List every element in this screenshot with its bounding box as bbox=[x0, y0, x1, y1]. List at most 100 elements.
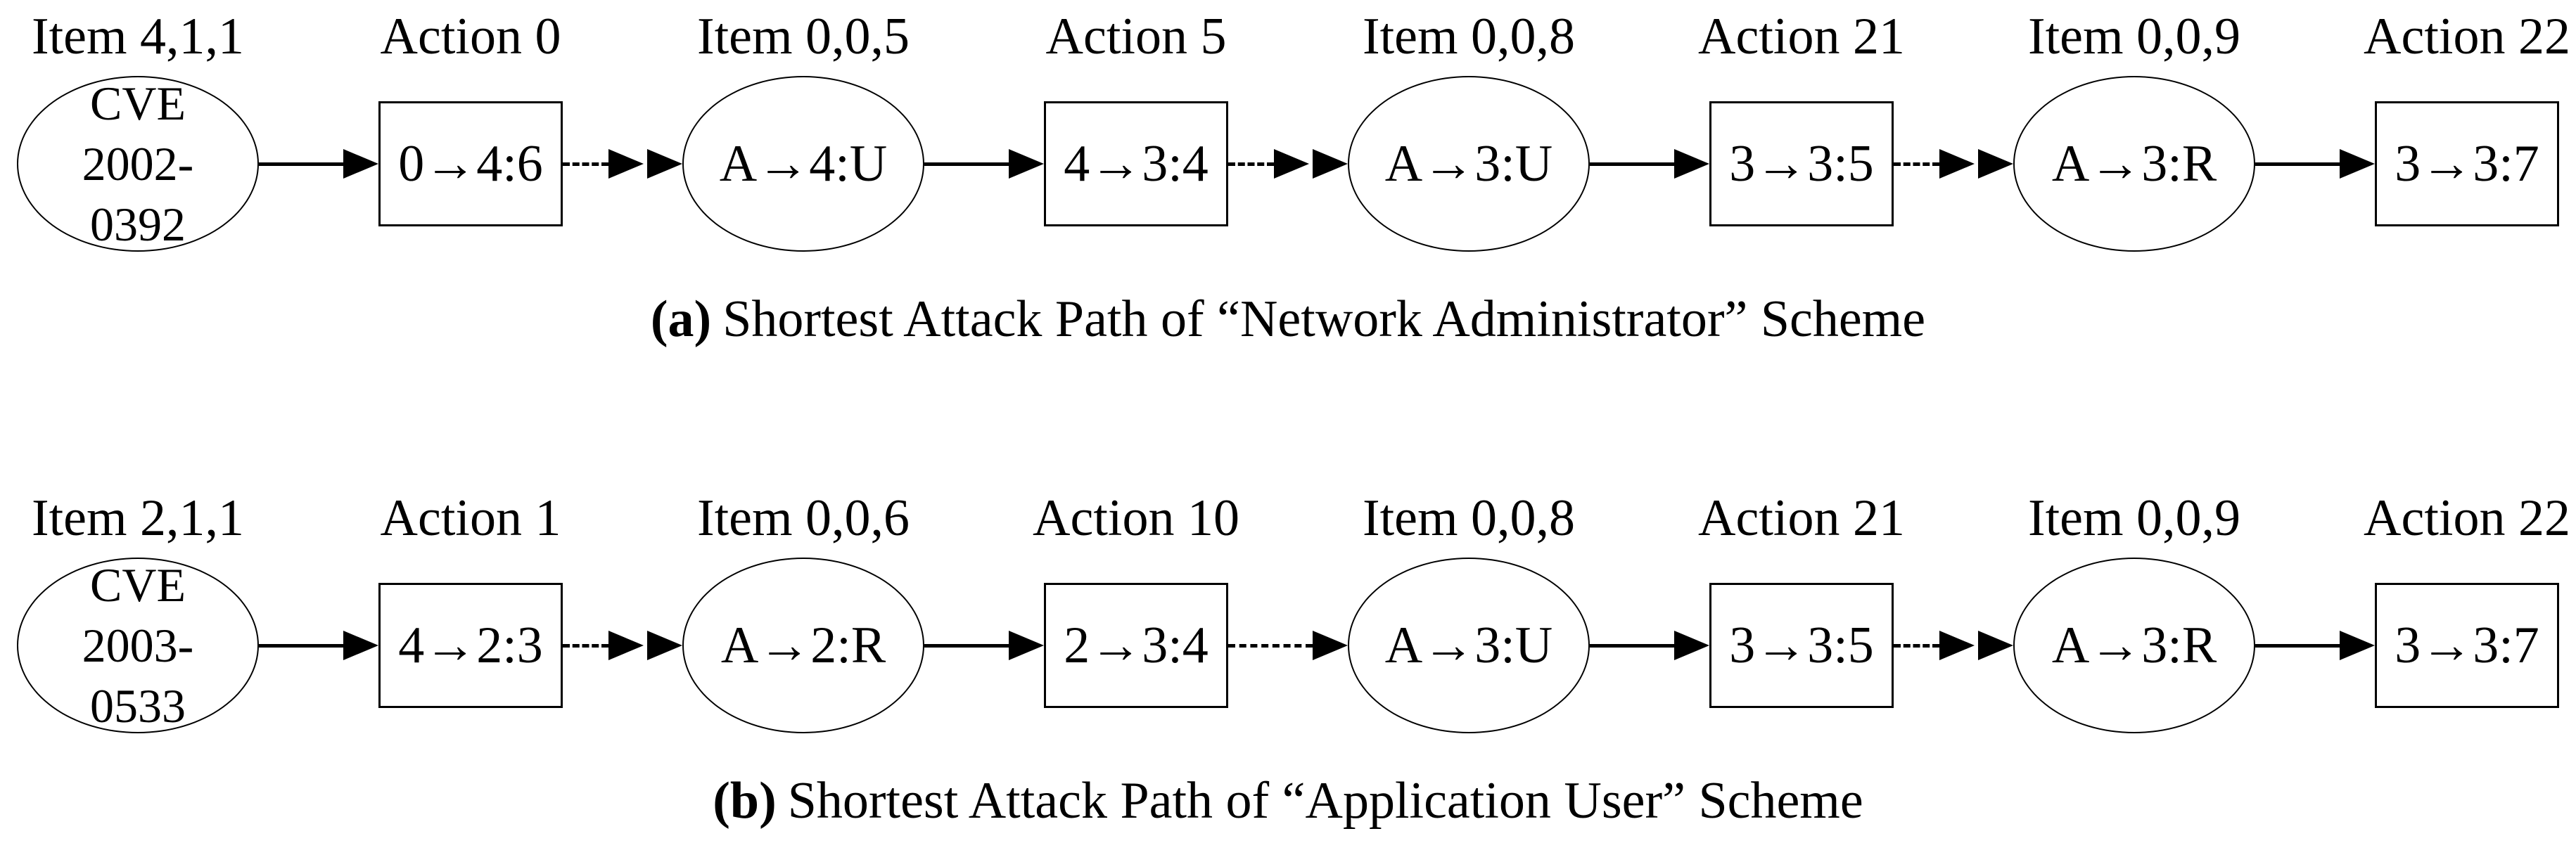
stage-label: Item 0,0,8 bbox=[1362, 489, 1576, 547]
action-node: 3→3:7 bbox=[2375, 101, 2559, 226]
node-text: 4→2:3 bbox=[398, 616, 543, 674]
arrowhead-icon bbox=[1274, 149, 1309, 179]
cve-line: 0533 bbox=[90, 679, 186, 733]
stage-action: Action 0 0→4:6 bbox=[378, 7, 563, 226]
arrowhead-icon bbox=[1978, 631, 2013, 660]
arrowhead-icon bbox=[1939, 631, 1975, 660]
stage-label: Action 5 bbox=[1045, 8, 1227, 65]
stage-action: Action 1 4→2:3 bbox=[378, 489, 563, 708]
arrowhead-icon bbox=[1313, 631, 1348, 660]
node-text: A→2:R bbox=[720, 616, 886, 674]
cve-line: CVE bbox=[90, 558, 186, 612]
stage-label: Action 0 bbox=[380, 8, 561, 65]
arrowhead-icon bbox=[2340, 149, 2375, 179]
arrow-line bbox=[1590, 162, 1674, 166]
node-text: 4→3:4 bbox=[1064, 134, 1209, 193]
item-node: A→3:R bbox=[2013, 558, 2255, 733]
stage-action: Action 22 3→3:7 bbox=[2364, 489, 2570, 708]
arrowhead-icon bbox=[1009, 631, 1044, 660]
caption-a-marker: (a) bbox=[650, 290, 712, 348]
cve-label: CVE 2003- 0533 bbox=[82, 555, 194, 736]
arrow-line bbox=[2255, 162, 2340, 166]
arrowhead-icon bbox=[647, 631, 682, 660]
node-text: 0→4:6 bbox=[398, 134, 543, 193]
caption-a-text: Shortest Attack Path of “Network Adminis… bbox=[722, 290, 1926, 348]
arrow-line bbox=[1590, 643, 1674, 648]
action-node: 2→3:4 bbox=[1044, 583, 1228, 708]
arrow-line bbox=[2255, 643, 2340, 648]
stage-action: Action 5 4→3:4 bbox=[1044, 7, 1228, 226]
arrowhead-icon bbox=[608, 631, 644, 660]
stage-label: Action 1 bbox=[380, 489, 561, 547]
stage-label: Action 22 bbox=[2364, 489, 2570, 547]
caption-a: (a)Shortest Attack Path of “Network Admi… bbox=[0, 290, 2576, 349]
caption-b-text: Shortest Attack Path of “Application Use… bbox=[787, 772, 1863, 830]
stage-label: Action 22 bbox=[2364, 8, 2570, 65]
action-node: 3→3:7 bbox=[2375, 583, 2559, 708]
node-text: 3→3:5 bbox=[1729, 134, 1874, 193]
node-text: A→3:U bbox=[1384, 616, 1553, 674]
stage-label: Item 2,1,1 bbox=[31, 489, 245, 547]
node-text: 3→3:7 bbox=[2395, 134, 2539, 193]
stage-label: Item 4,1,1 bbox=[31, 8, 245, 65]
cve-line: 2002- bbox=[82, 137, 194, 191]
arrowhead-icon bbox=[1978, 149, 2013, 179]
stage-label: Item 0,0,5 bbox=[696, 8, 910, 65]
arrow-line bbox=[924, 162, 1009, 166]
stage-action: Action 21 3→3:5 bbox=[1698, 7, 1905, 226]
arrowhead-icon bbox=[1674, 149, 1709, 179]
stage-label: Item 0,0,8 bbox=[1362, 8, 1576, 65]
connector-solid-arrow bbox=[1590, 76, 1709, 252]
stage-label: Action 21 bbox=[1698, 8, 1905, 65]
item-node: A→3:U bbox=[1348, 558, 1590, 733]
arrow-line bbox=[563, 643, 608, 648]
stage-action: Action 10 2→3:4 bbox=[1033, 489, 1239, 708]
item-node: A→3:R bbox=[2013, 76, 2255, 252]
arrowhead-icon bbox=[2340, 631, 2375, 660]
node-text: A→4:U bbox=[719, 134, 888, 193]
arrowhead-icon bbox=[1939, 149, 1975, 179]
caption-b-marker: (b) bbox=[713, 772, 777, 830]
arrowhead-icon bbox=[608, 149, 644, 179]
arrowhead-icon bbox=[1674, 631, 1709, 660]
node-text: 3→3:7 bbox=[2395, 616, 2539, 674]
item-node: CVE 2003- 0533 bbox=[17, 558, 259, 733]
node-text: A→3:U bbox=[1384, 134, 1553, 193]
stage-label: Action 10 bbox=[1033, 489, 1239, 547]
node-text: A→3:R bbox=[2051, 616, 2217, 674]
stage-label: Item 0,0,9 bbox=[2027, 8, 2241, 65]
arrowhead-icon bbox=[343, 631, 378, 660]
arrowhead-icon bbox=[1313, 149, 1348, 179]
connector-solid-arrow bbox=[924, 76, 1044, 252]
cve-line: 0392 bbox=[90, 198, 186, 251]
arrow-line bbox=[924, 643, 1009, 648]
stage-label: Item 0,0,6 bbox=[696, 489, 910, 547]
action-node: 3→3:5 bbox=[1709, 101, 1894, 226]
cve-line: 2003- bbox=[82, 619, 194, 672]
connector-solid-arrow bbox=[259, 558, 378, 733]
connector-solid-arrow bbox=[2255, 76, 2375, 252]
action-node: 0→4:6 bbox=[378, 101, 563, 226]
connector-dashed-double-arrow bbox=[1894, 558, 2013, 733]
arrow-line bbox=[259, 162, 343, 166]
connector-solid-arrow bbox=[259, 76, 378, 252]
arrow-line bbox=[563, 162, 608, 166]
node-text: 3→3:5 bbox=[1729, 616, 1874, 674]
connector-dashed-double-arrow bbox=[1228, 76, 1348, 252]
action-node: 3→3:5 bbox=[1709, 583, 1894, 708]
stage-action: Action 22 3→3:7 bbox=[2364, 7, 2570, 226]
item-node: A→4:U bbox=[682, 76, 924, 252]
arrow-line bbox=[1894, 643, 1939, 648]
